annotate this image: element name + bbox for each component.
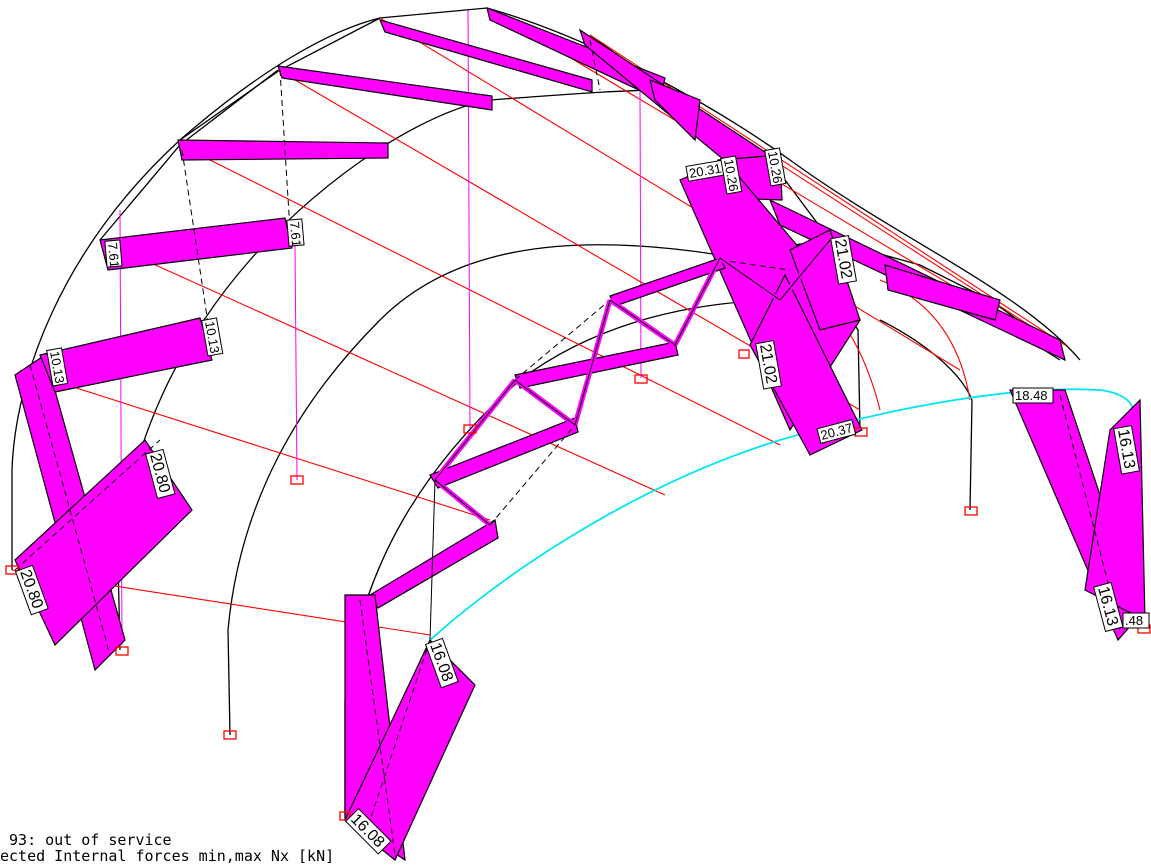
diagram-top-bay-2 bbox=[378, 19, 593, 93]
support-2 bbox=[115, 646, 129, 656]
svg-text:18.48: 18.48 bbox=[1015, 388, 1048, 403]
label-v12: 16.13 bbox=[1113, 425, 1141, 475]
label-v3: 10.13 bbox=[201, 317, 224, 357]
label-v17: 10.26 bbox=[764, 147, 787, 187]
support-4 bbox=[290, 475, 304, 485]
svg-text:10.13: 10.13 bbox=[47, 350, 67, 385]
support-1 bbox=[5, 565, 19, 575]
diagram-left-bay-3 bbox=[177, 139, 389, 161]
support-7 bbox=[738, 349, 750, 359]
diagram-left-bay-1 bbox=[39, 317, 213, 393]
svg-text:10.26: 10.26 bbox=[721, 158, 741, 193]
label-v2: 20.80 bbox=[14, 564, 49, 616]
label-v8: 21.02 bbox=[830, 235, 858, 285]
supports bbox=[5, 349, 1151, 821]
result-type-caption: ected Internal forces min,max Nx [kN] bbox=[0, 847, 335, 865]
support-5 bbox=[463, 424, 477, 434]
support-3 bbox=[223, 730, 237, 740]
diagram-right-bay bbox=[884, 264, 1001, 321]
label-v9: 21.02 bbox=[755, 340, 783, 390]
label-v18: .48 bbox=[1122, 612, 1150, 629]
svg-text:7.61: 7.61 bbox=[287, 221, 304, 248]
label-v6: 7.61 bbox=[286, 218, 305, 248]
support-6 bbox=[634, 374, 648, 384]
label-v7: 20.31 bbox=[685, 159, 725, 182]
label-v4: 10.13 bbox=[46, 347, 69, 387]
support-9 bbox=[964, 506, 978, 516]
diagram-dashes bbox=[14, 39, 1121, 856]
svg-text:20.31: 20.31 bbox=[688, 161, 723, 181]
svg-text:7.61: 7.61 bbox=[105, 242, 122, 269]
diagram-front-bay-2 bbox=[429, 417, 579, 489]
svg-text:16.13: 16.13 bbox=[1114, 428, 1138, 470]
load-case-caption: 93: out of service bbox=[0, 831, 172, 849]
diagram-front-bay-1 bbox=[369, 519, 499, 609]
arch-second bbox=[117, 89, 666, 651]
diagram-right-panel-2 bbox=[789, 229, 861, 331]
diagram-ridge-2 bbox=[649, 79, 701, 142]
x-bracing-outline bbox=[429, 239, 831, 641]
label-v11: 18.48 bbox=[1012, 387, 1054, 404]
arch-back-leg bbox=[879, 319, 973, 511]
label-v10: 20.37 bbox=[816, 418, 857, 445]
svg-text:10.26: 10.26 bbox=[765, 150, 785, 185]
diagram-left-panel bbox=[14, 439, 193, 647]
diagram-top-bay-1 bbox=[277, 65, 493, 111]
purlins bbox=[11, 7, 1066, 636]
svg-text:21.02: 21.02 bbox=[831, 238, 855, 280]
svg-text:.48: .48 bbox=[1125, 613, 1143, 628]
svg-text:10.13: 10.13 bbox=[202, 320, 222, 355]
label-v16: 10.26 bbox=[720, 155, 743, 195]
svg-text:21.02: 21.02 bbox=[756, 343, 780, 385]
support-11 bbox=[339, 811, 351, 821]
label-v5: 7.61 bbox=[104, 239, 123, 269]
frame-arches bbox=[11, 7, 1081, 815]
